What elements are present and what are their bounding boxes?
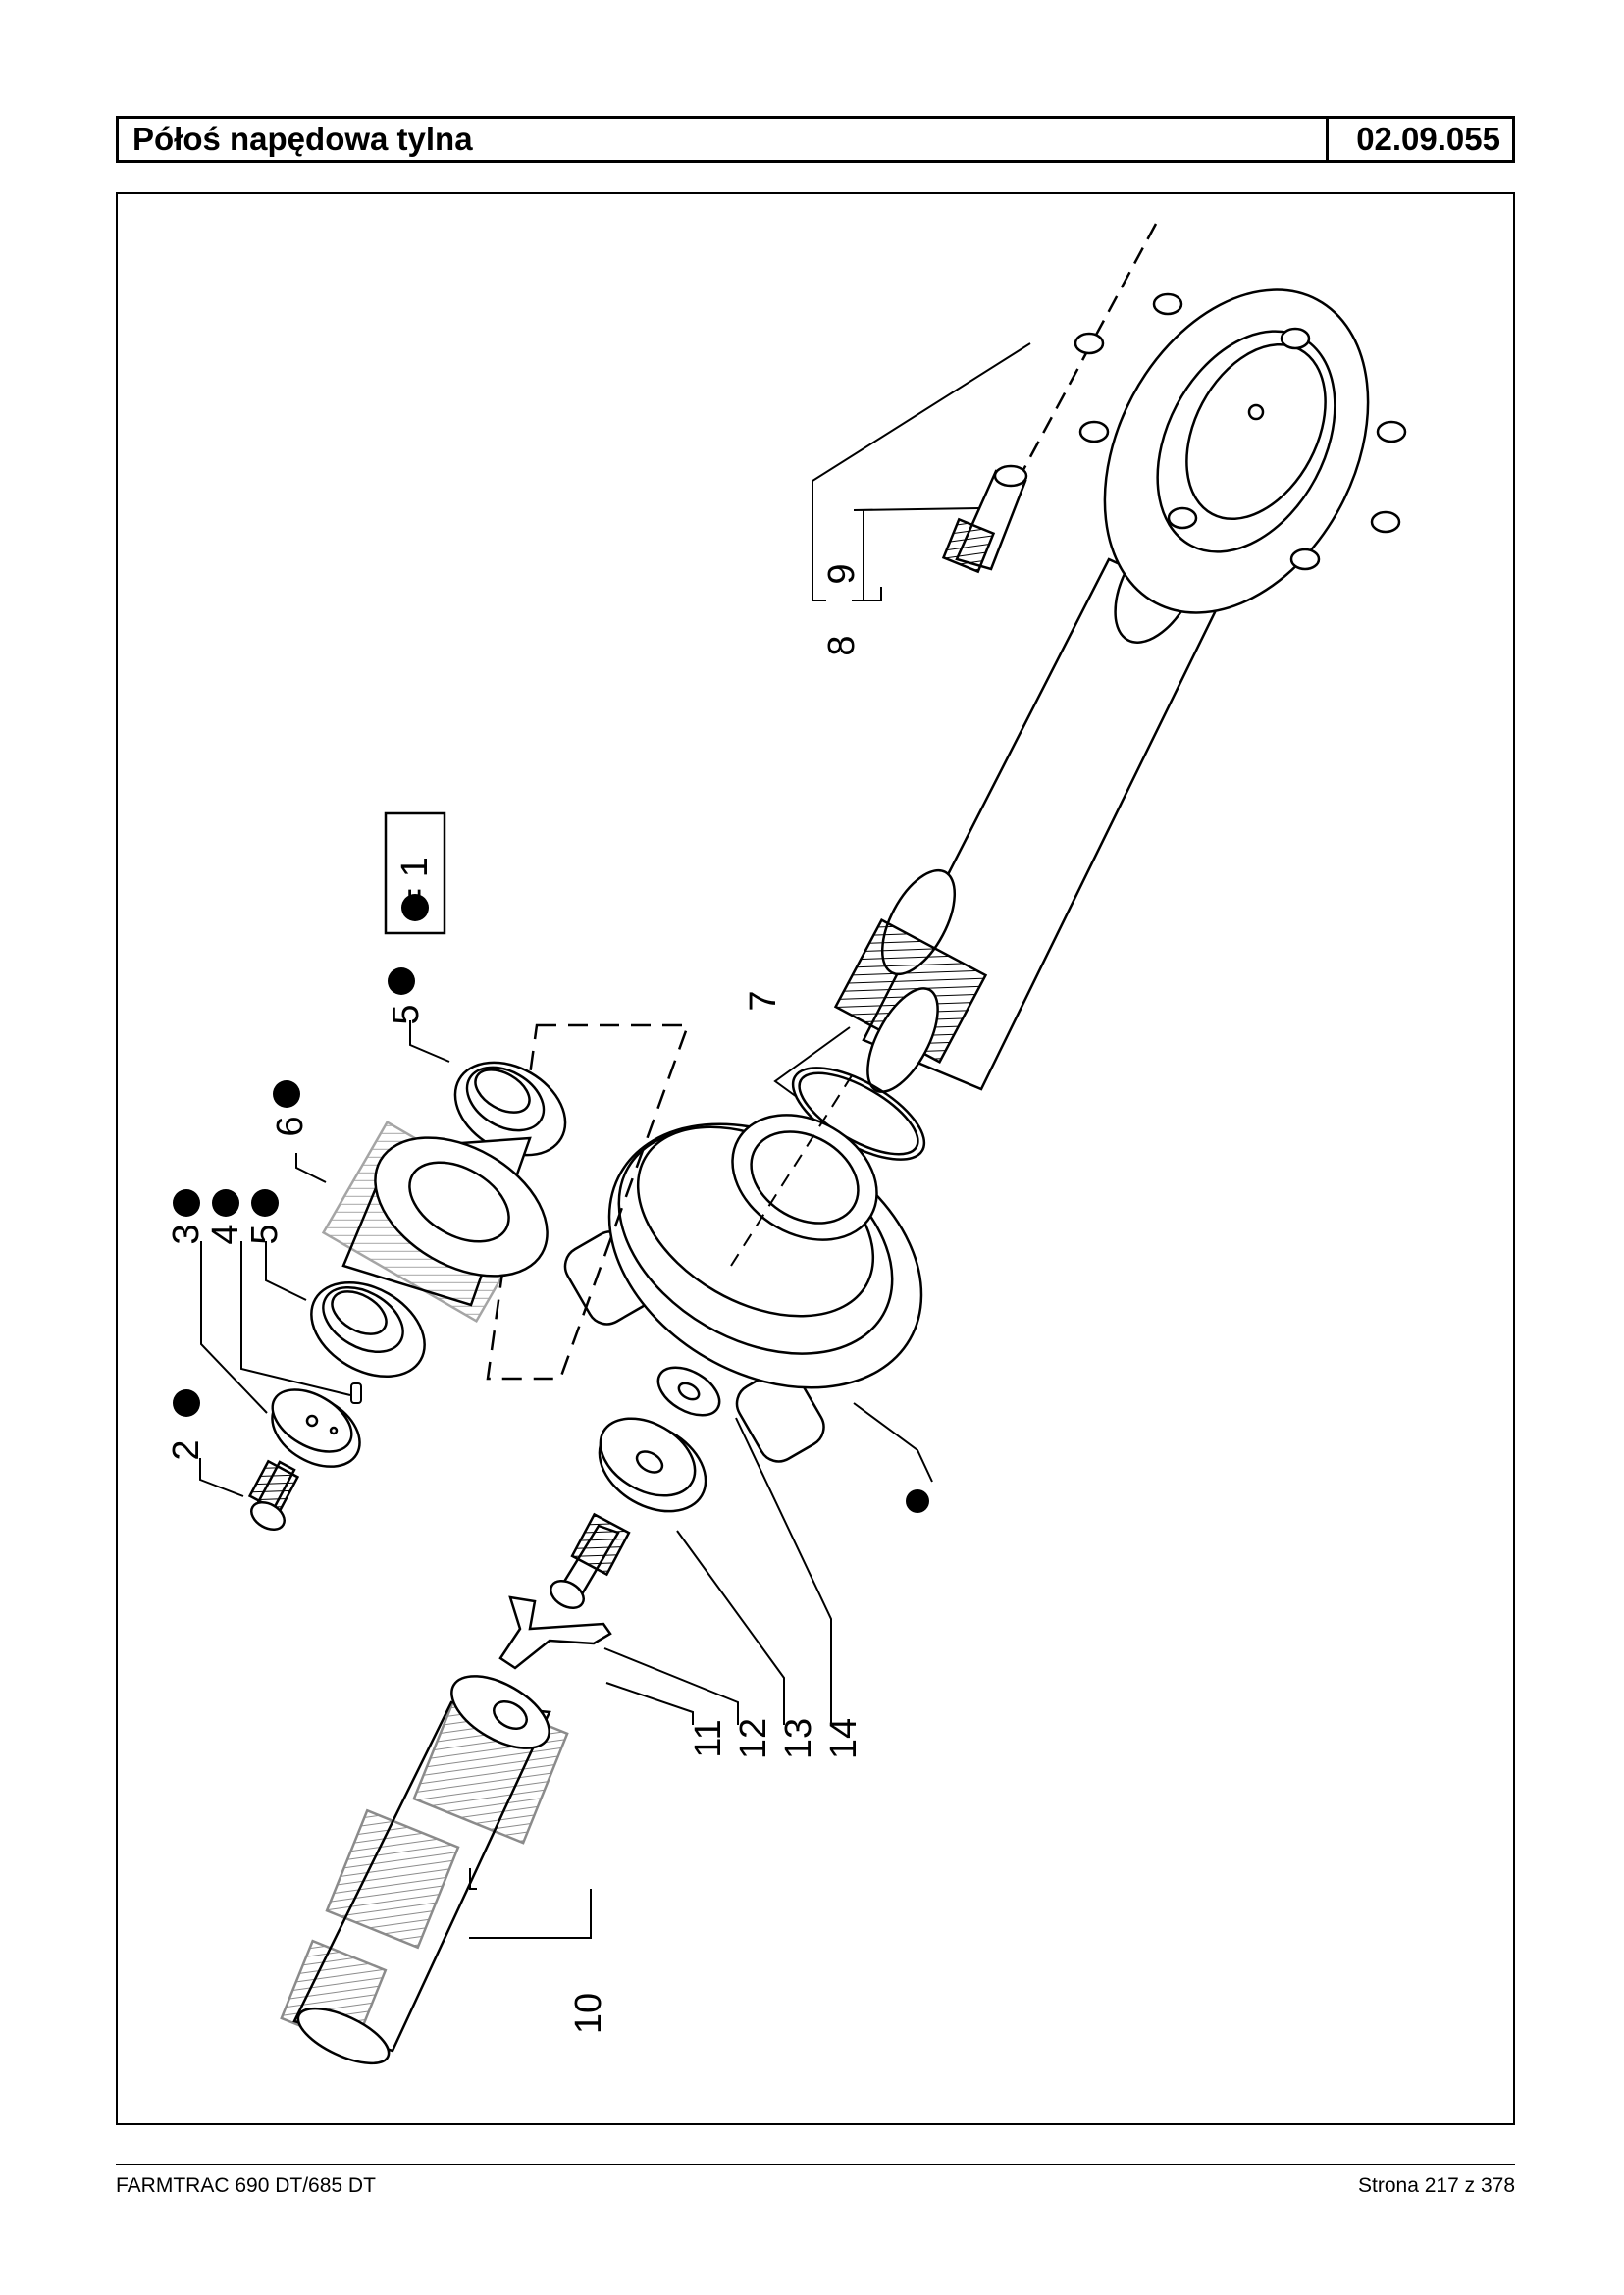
washer-14-part [656, 1366, 721, 1417]
planet-gear-part [321, 1121, 549, 1323]
callout-12: 12 [733, 1718, 774, 1759]
callout-10: 10 [568, 1993, 609, 2034]
assembly-boundary [486, 1023, 690, 1381]
page-title: Półoś napędowa tylna [132, 121, 473, 157]
callout-14: 14 [823, 1718, 864, 1759]
thrust-washer-part [271, 1388, 361, 1468]
lock-plate-part [498, 1595, 612, 1670]
leader-lines [199, 342, 1031, 1939]
axle-shaft-part [833, 223, 1407, 1093]
callout-5-upper: 5 [386, 1004, 427, 1024]
screw-part [247, 1459, 300, 1531]
bolt-12-part [550, 1512, 631, 1609]
callout-2: 2 [166, 1439, 207, 1460]
callout-8: 8 [821, 635, 863, 655]
bullet-markers [173, 967, 929, 1513]
sun-gear-shaft-part [280, 1675, 569, 2065]
wheel-bolt-part [941, 464, 1028, 574]
callout-numbers: 2 3 4 5 5 6 7 8 9 10 11 12 13 14 [166, 563, 864, 2034]
washer-13-part [598, 1417, 707, 1513]
section-code: 02.09.055 [1326, 119, 1512, 160]
callout-13: 13 [778, 1718, 819, 1759]
footer-page-number: Strona 217 z 378 [1358, 2174, 1515, 2197]
callout-11: 11 [688, 1719, 729, 1757]
callout-9: 9 [821, 563, 863, 584]
legend-box: = 1 [384, 811, 446, 935]
callout-7: 7 [743, 990, 784, 1011]
flange-bolt-holes [1074, 292, 1407, 571]
callout-5-lower: 5 [244, 1224, 286, 1244]
pin-part [350, 1382, 362, 1404]
bearing-lower-part [310, 1280, 426, 1379]
page-header: Półoś napędowa tylna 02.09.055 [116, 116, 1515, 163]
bearing-upper-part [453, 1061, 567, 1157]
axis-line [730, 1069, 857, 1267]
callout-3: 3 [166, 1224, 207, 1244]
callout-6: 6 [270, 1116, 311, 1136]
legend-text: = 1 [394, 857, 436, 910]
footer-rule [116, 2164, 1515, 2165]
footer-model: FARMTRAC 690 DT/685 DT [116, 2174, 376, 2197]
planet-carrier-part [563, 1114, 923, 1463]
callout-4: 4 [205, 1224, 246, 1244]
drawing-frame [116, 192, 1515, 2125]
